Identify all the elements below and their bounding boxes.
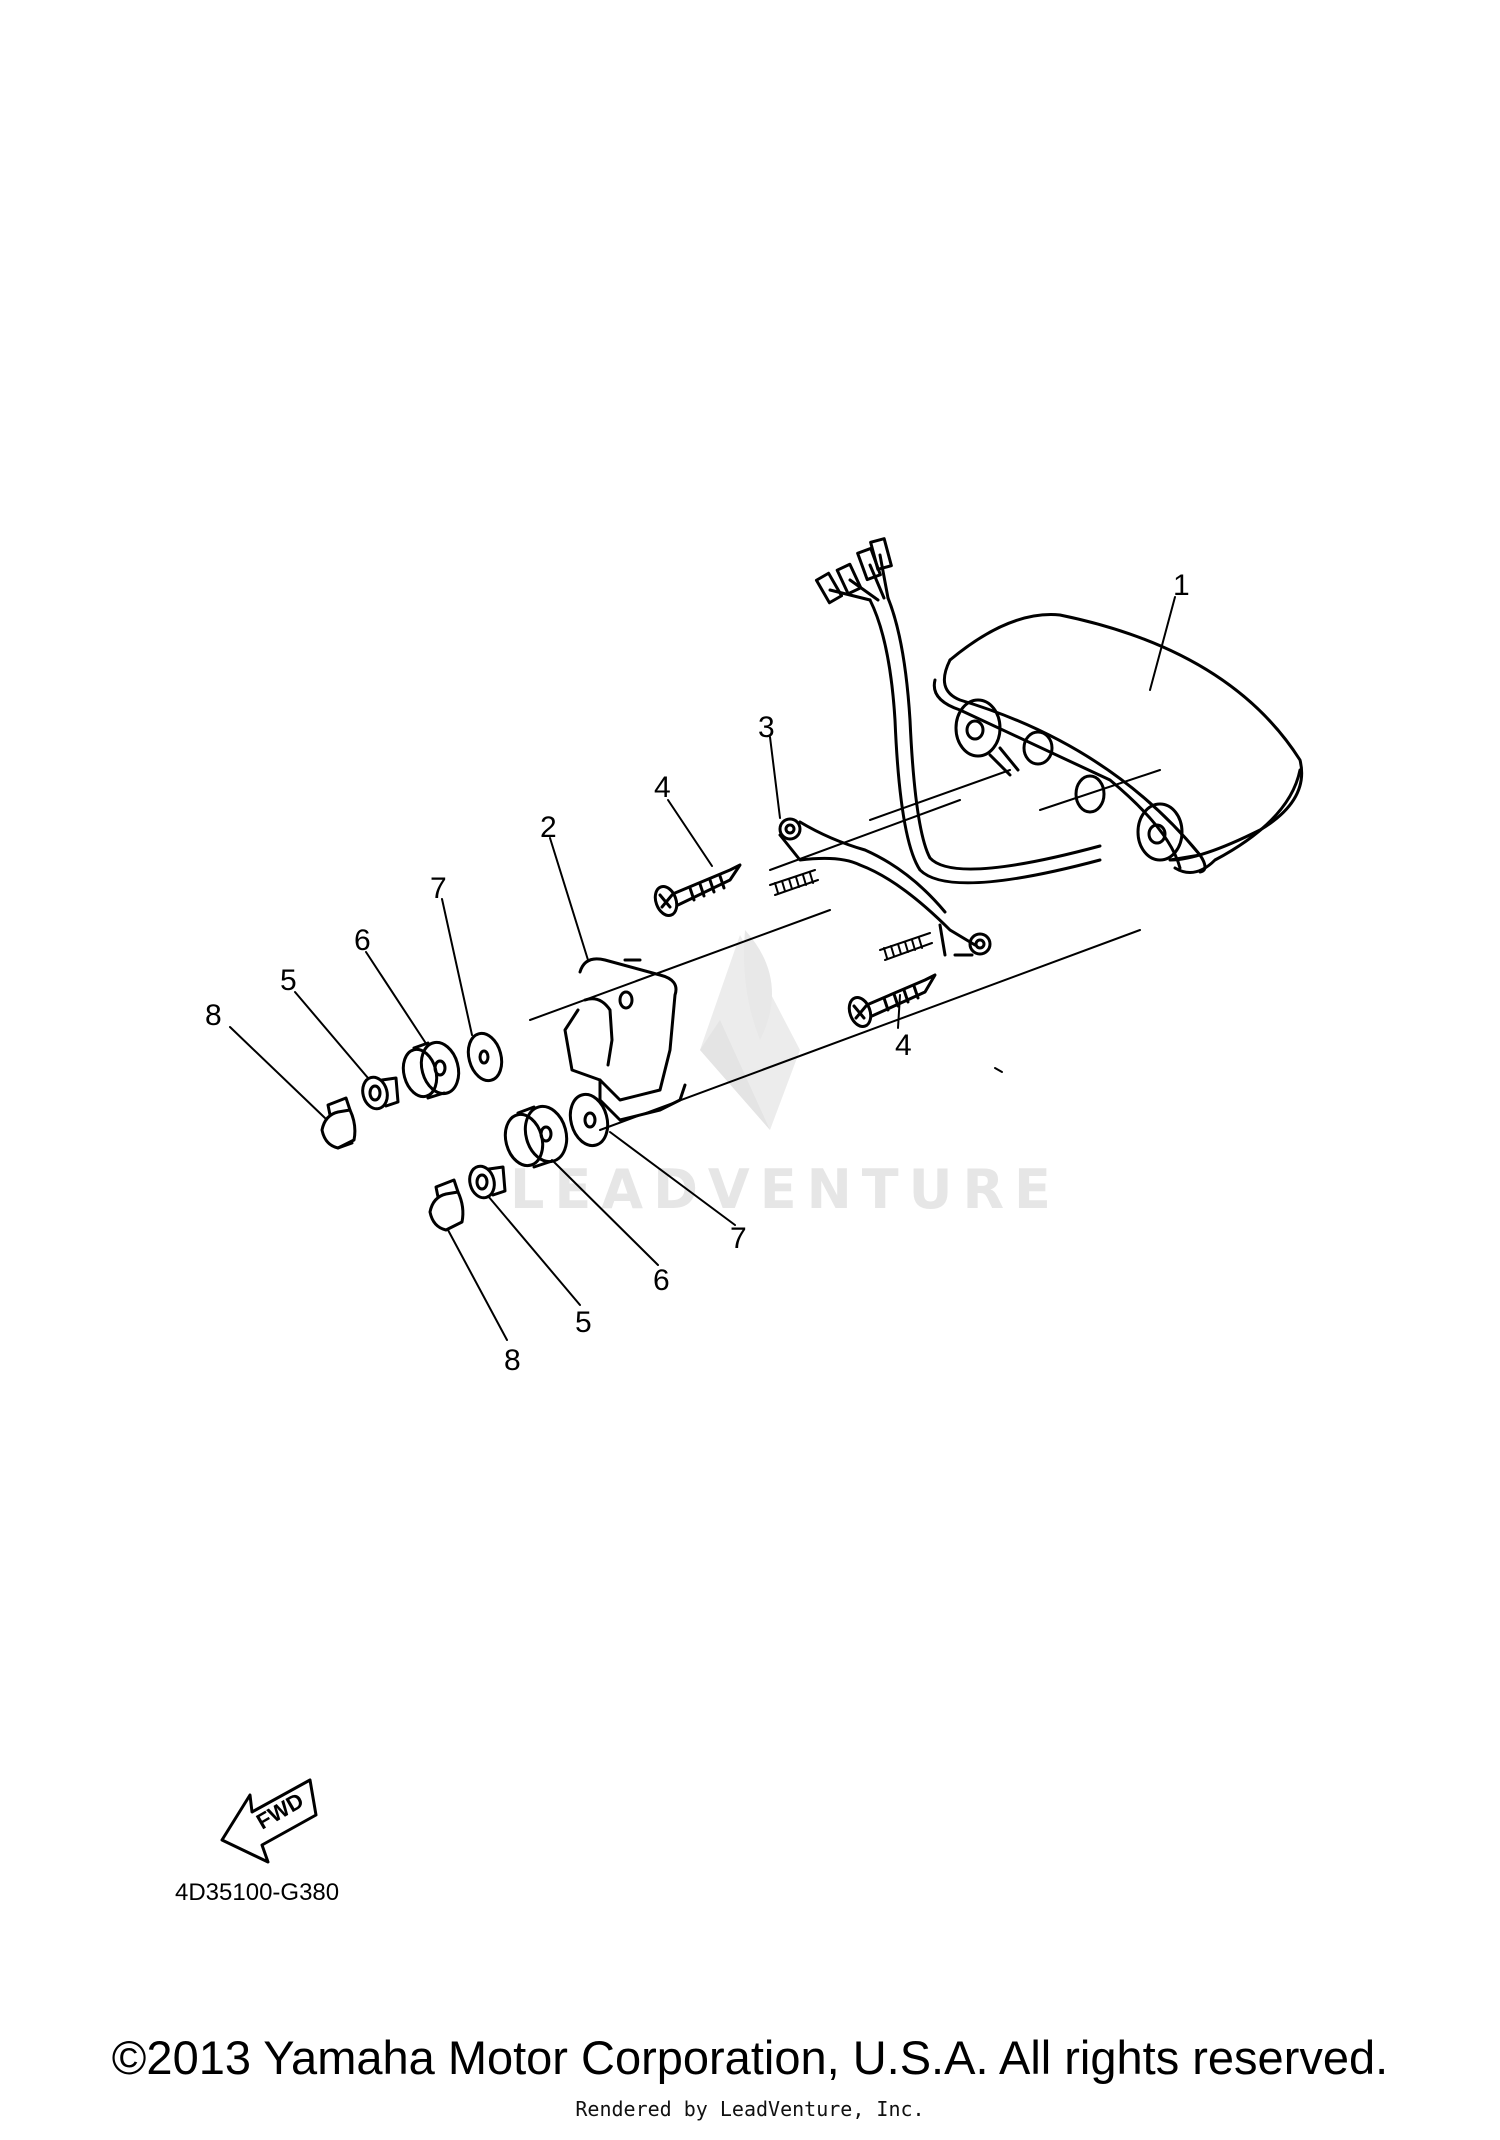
watermark-text: LEADVENTURE bbox=[510, 1158, 1061, 1221]
collar-part-5-upper bbox=[361, 1075, 400, 1111]
wire-harness bbox=[814, 537, 1102, 885]
callout-7-upper: 7 bbox=[430, 872, 447, 905]
fwd-arrow-icon: FWD bbox=[220, 1778, 318, 1864]
screw-part-4-lower bbox=[847, 973, 937, 1029]
callout-8-lower: 8 bbox=[504, 1344, 521, 1377]
callout-leaders bbox=[229, 596, 1176, 1341]
callout-6-upper: 6 bbox=[354, 924, 371, 957]
callout-4-lower: 4 bbox=[895, 1029, 912, 1062]
washer-part-7-upper bbox=[466, 1031, 504, 1083]
collar-part-5-lower bbox=[468, 1164, 507, 1200]
callout-6-lower: 6 bbox=[653, 1264, 670, 1297]
callout-2: 2 bbox=[540, 811, 557, 844]
leadventure-watermark: LEADVENTURE bbox=[510, 930, 1061, 1221]
bracket-studs bbox=[769, 869, 933, 961]
callout-8-upper: 8 bbox=[205, 999, 222, 1032]
bracket-part-3 bbox=[778, 817, 992, 957]
diagram-code: 4D35100-G380 bbox=[175, 1879, 339, 1906]
plate-part-2 bbox=[563, 957, 687, 1122]
callout-7-lower: 7 bbox=[730, 1222, 747, 1255]
rendered-by-notice: Rendered by LeadVenture, Inc. bbox=[575, 2097, 925, 2121]
screw-part-4-upper bbox=[653, 863, 742, 918]
callout-1: 1 bbox=[1173, 569, 1190, 602]
callout-3: 3 bbox=[758, 711, 775, 744]
callout-5-upper: 5 bbox=[280, 964, 297, 997]
grommet-part-6-upper bbox=[401, 1040, 461, 1100]
nut-part-8-upper bbox=[320, 1096, 357, 1150]
alignment-lines bbox=[529, 769, 1161, 1131]
callout-5-lower: 5 bbox=[575, 1306, 592, 1339]
nut-part-8-lower bbox=[428, 1178, 465, 1232]
fwd-label: FWD bbox=[252, 1788, 308, 1835]
light-unit-part-1 bbox=[932, 613, 1304, 874]
callout-4-upper: 4 bbox=[654, 771, 671, 804]
washer-part-7-lower bbox=[568, 1092, 610, 1148]
copyright-notice: ©2013 Yamaha Motor Corporation, U.S.A. A… bbox=[111, 2031, 1389, 2084]
